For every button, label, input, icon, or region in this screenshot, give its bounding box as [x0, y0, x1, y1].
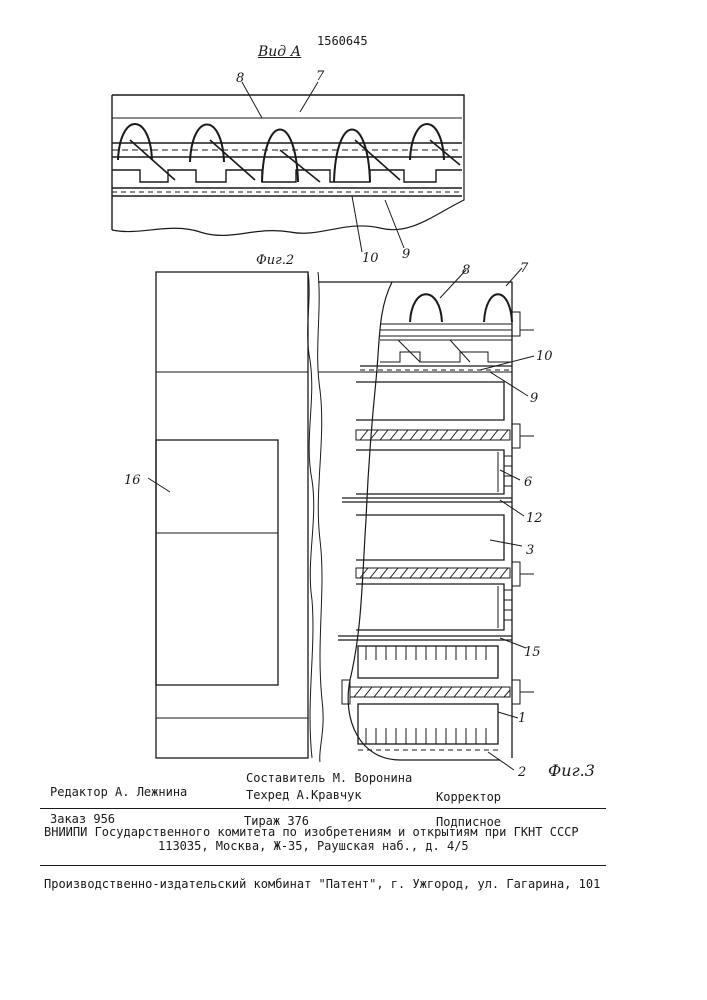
order: Заказ 956	[50, 812, 115, 826]
fig3-label-1: 1	[518, 711, 526, 726]
editor: Редактор А. Лежнина	[50, 785, 187, 799]
fig3-label-7: 7	[520, 261, 529, 276]
fig3-caption: Фиг.3	[548, 761, 595, 780]
fig2-label-7: 7	[316, 69, 325, 84]
footer-rule-bottom	[40, 865, 606, 866]
fig2-label-8: 8	[236, 71, 244, 86]
tech-editor: Техред А.Кравчук	[246, 788, 362, 802]
footer-rule-top	[40, 808, 606, 809]
fig2-label-10: 10	[362, 251, 379, 266]
fig3-label-6: 6	[524, 475, 532, 490]
view-label: Вид А	[258, 44, 301, 60]
fig3-label-2: 2	[517, 765, 526, 780]
fig2-caption: Фиг.2	[256, 253, 294, 268]
fig3-label-3: 3	[526, 543, 534, 558]
institute: ВНИИПИ Государственного комитета по изоб…	[44, 825, 579, 839]
corrector: Корректор	[436, 790, 501, 804]
compiler: Составитель М. Воронина	[246, 771, 412, 785]
fig3-label-9: 9	[530, 391, 538, 406]
fig3-label-10: 10	[536, 349, 553, 364]
fig3-label-12: 12	[526, 511, 543, 526]
publisher: Производственно-издательский комбинат "П…	[44, 877, 600, 891]
address: 113035, Москва, Ж-35, Раушская наб., д. …	[158, 839, 469, 853]
fig3-label-16: 16	[124, 473, 141, 488]
fig2-label-9: 9	[402, 247, 410, 262]
fig3-label-15: 15	[524, 645, 541, 660]
fig3-label-8: 8	[462, 263, 470, 278]
patent-number: 1560645	[317, 34, 368, 48]
